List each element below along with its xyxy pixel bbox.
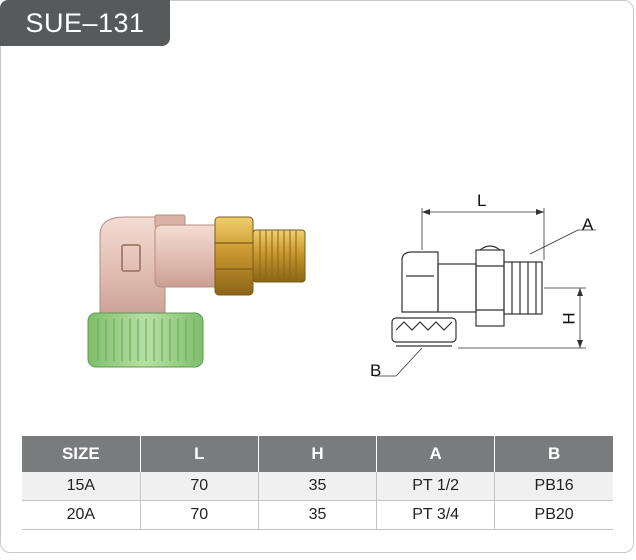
table-header-row: SIZE L H A B xyxy=(22,436,613,472)
header-l: L xyxy=(140,436,259,472)
cell-b: PB20 xyxy=(494,500,613,530)
header-size: SIZE xyxy=(22,436,141,472)
dimension-drawing xyxy=(374,208,596,377)
cell-l: 70 xyxy=(140,500,259,530)
header-h: H xyxy=(258,436,378,472)
table-row: 20A 70 35 PT 3/4 PB20 xyxy=(22,500,613,530)
spec-table: SIZE L H A B 15A 70 35 PT 1/2 PB16 20A 7… xyxy=(22,436,613,530)
cell-a: PT 1/2 xyxy=(376,472,496,501)
dimension-label-L: L xyxy=(477,191,487,210)
cell-b: PB16 xyxy=(494,472,613,501)
cell-size: 15A xyxy=(22,472,141,501)
cell-h: 35 xyxy=(258,500,378,530)
table-row: 15A 70 35 PT 1/2 PB16 xyxy=(22,472,613,501)
header-a: A xyxy=(376,436,496,472)
dimension-label-B: B xyxy=(370,361,382,380)
cell-size: 20A xyxy=(22,500,141,530)
cell-h: 35 xyxy=(258,472,378,501)
dimension-label-A: A xyxy=(582,215,594,234)
dimension-label-H: H xyxy=(559,312,579,325)
cell-l: 70 xyxy=(140,472,259,501)
cell-a: PT 3/4 xyxy=(376,500,496,530)
model-code-badge: SUE–131 xyxy=(0,0,170,46)
header-b: B xyxy=(494,436,613,472)
product-photo xyxy=(87,214,306,368)
